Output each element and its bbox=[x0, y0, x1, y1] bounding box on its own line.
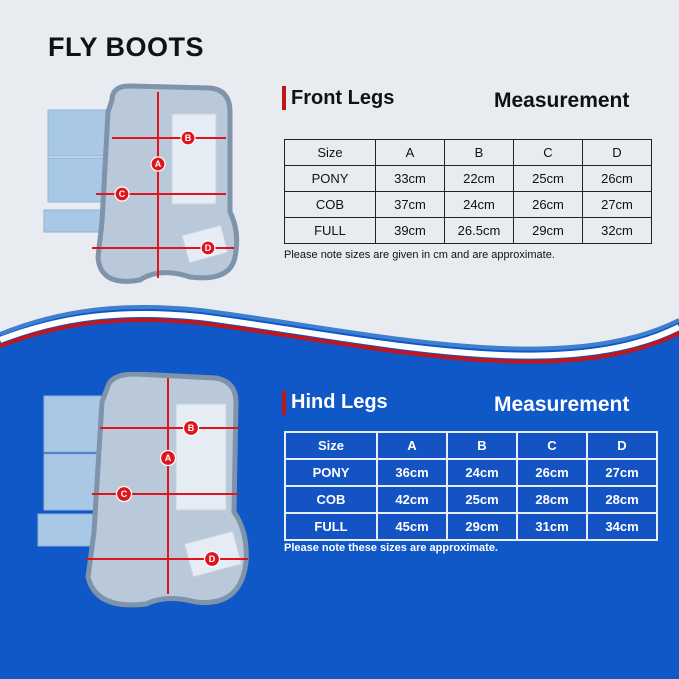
value-cell: 34cm bbox=[586, 512, 658, 541]
header-cell: Size bbox=[284, 431, 378, 460]
value-cell: 32cm bbox=[582, 217, 652, 244]
value-cell: 45cm bbox=[376, 512, 448, 541]
page-title: FLY BOOTS bbox=[48, 32, 205, 62]
value-cell: 37cm bbox=[375, 191, 445, 218]
value-cell: 25cm bbox=[513, 165, 583, 192]
front-accent-bar bbox=[282, 86, 286, 110]
label-d: D bbox=[209, 554, 216, 564]
header-cell: A bbox=[376, 431, 448, 460]
value-cell: 24cm bbox=[444, 191, 514, 218]
value-cell: 31cm bbox=[516, 512, 588, 541]
label-b: B bbox=[185, 133, 192, 143]
table-row: PONY 33cm 22cm 25cm 26cm bbox=[284, 165, 652, 192]
table-row: FULL 45cm 29cm 31cm 34cm bbox=[284, 512, 658, 541]
value-cell: 24cm bbox=[446, 458, 518, 487]
label-c: C bbox=[119, 189, 126, 199]
label-c: C bbox=[121, 489, 128, 499]
header-cell: B bbox=[444, 139, 514, 166]
value-cell: 27cm bbox=[586, 458, 658, 487]
value-cell: 25cm bbox=[446, 485, 518, 514]
label-a: A bbox=[165, 453, 172, 463]
front-measurement-label: Measurement bbox=[494, 89, 630, 112]
size-cell: FULL bbox=[284, 512, 378, 541]
value-cell: 29cm bbox=[446, 512, 518, 541]
value-cell: 27cm bbox=[582, 191, 652, 218]
size-cell: PONY bbox=[284, 165, 376, 192]
label-d: D bbox=[205, 243, 212, 253]
size-cell: COB bbox=[284, 485, 378, 514]
table-header-row: Size A B C D bbox=[284, 431, 658, 460]
table-row: PONY 36cm 24cm 26cm 27cm bbox=[284, 458, 658, 487]
value-cell: 39cm bbox=[375, 217, 445, 244]
value-cell: 28cm bbox=[516, 485, 588, 514]
header-cell: C bbox=[513, 139, 583, 166]
front-note: Please note sizes are given in cm and ar… bbox=[284, 249, 555, 261]
size-cell: PONY bbox=[284, 458, 378, 487]
size-cell: FULL bbox=[284, 217, 376, 244]
hind-measurement-label: Measurement bbox=[494, 393, 630, 416]
value-cell: 29cm bbox=[513, 217, 583, 244]
value-cell: 22cm bbox=[444, 165, 514, 192]
header-cell: C bbox=[516, 431, 588, 460]
hind-accent-bar bbox=[282, 391, 286, 415]
table-row: FULL 39cm 26.5cm 29cm 32cm bbox=[284, 217, 652, 244]
hind-boot-diagram: A B C D bbox=[37, 372, 249, 608]
value-cell: 26cm bbox=[582, 165, 652, 192]
value-cell: 26.5cm bbox=[444, 217, 514, 244]
header-cell: A bbox=[375, 139, 445, 166]
table-row: COB 37cm 24cm 26cm 27cm bbox=[284, 191, 652, 218]
hind-heading: Hind Legs bbox=[291, 391, 388, 413]
wave-divider bbox=[0, 290, 679, 364]
value-cell: 26cm bbox=[513, 191, 583, 218]
value-cell: 36cm bbox=[376, 458, 448, 487]
front-heading: Front Legs bbox=[291, 87, 395, 109]
value-cell: 26cm bbox=[516, 458, 588, 487]
front-size-table: Size A B C D PONY 33cm 22cm 25cm 26cm CO… bbox=[284, 139, 652, 244]
value-cell: 42cm bbox=[376, 485, 448, 514]
front-boot-diagram: A B C D bbox=[43, 83, 240, 284]
hind-size-table: Size A B C D PONY 36cm 24cm 26cm 27cm CO… bbox=[284, 431, 658, 541]
value-cell: 33cm bbox=[375, 165, 445, 192]
label-a: A bbox=[155, 159, 162, 169]
header-cell: D bbox=[586, 431, 658, 460]
size-cell: COB bbox=[284, 191, 376, 218]
table-row: COB 42cm 25cm 28cm 28cm bbox=[284, 485, 658, 514]
header-cell: Size bbox=[284, 139, 376, 166]
header-cell: D bbox=[582, 139, 652, 166]
table-header-row: Size A B C D bbox=[284, 139, 652, 166]
header-cell: B bbox=[446, 431, 518, 460]
value-cell: 28cm bbox=[586, 485, 658, 514]
label-b: B bbox=[188, 423, 195, 433]
hind-note: Please note these sizes are approximate. bbox=[284, 542, 498, 554]
